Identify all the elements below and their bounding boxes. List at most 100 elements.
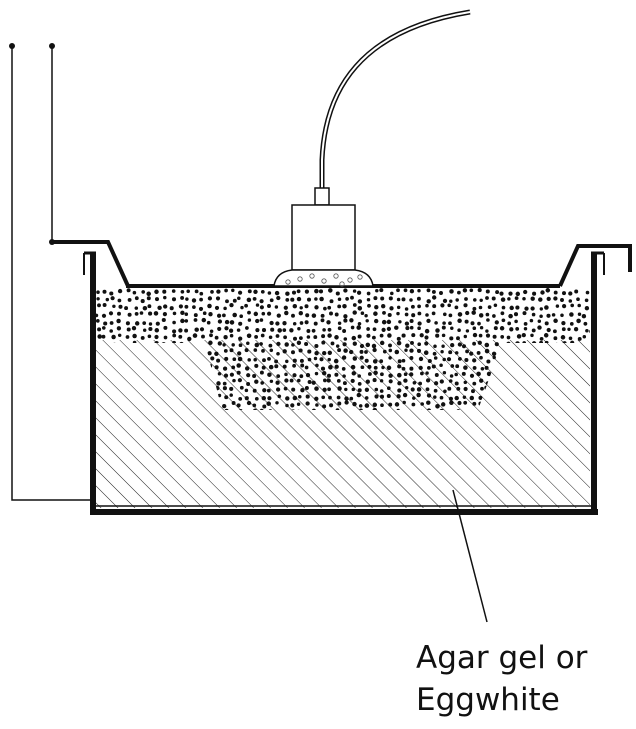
medium-dot (379, 340, 385, 346)
medium-dot (299, 374, 304, 379)
medium-dot (154, 328, 160, 333)
medium-dot (323, 378, 327, 383)
medium-dot (101, 326, 106, 330)
medium-dot (236, 403, 241, 408)
terminal-dot-left (9, 43, 15, 49)
medium-dot (326, 373, 332, 378)
medium-dot (307, 380, 312, 384)
medium-dot (140, 335, 145, 340)
medium-dot (217, 319, 223, 324)
medium-dot (477, 340, 482, 345)
medium-dot (568, 336, 573, 341)
medium-dot (396, 311, 400, 316)
medium-dot (431, 311, 436, 316)
medium-dot (291, 350, 295, 355)
medium-dot (162, 312, 167, 317)
medium-dot (404, 348, 408, 352)
medium-dot (154, 297, 160, 302)
medium-dot (210, 290, 214, 294)
medium-dot (404, 321, 410, 326)
medium-dot (567, 327, 571, 332)
medium-dot (537, 325, 542, 330)
medium-dot (433, 381, 439, 386)
medium-dot (480, 367, 485, 371)
medium-dot (290, 403, 295, 408)
medium-dot (238, 321, 243, 326)
medium-dot (337, 321, 342, 325)
label-line-2: Eggwhite (416, 682, 560, 718)
medium-dot (344, 396, 349, 401)
medium-dot (417, 321, 422, 326)
medium-dot (229, 320, 235, 325)
medium-dot (184, 304, 189, 309)
medium-dot (449, 374, 454, 378)
medium-dot (270, 327, 275, 332)
medium-dot (262, 404, 267, 409)
medium-dot (349, 396, 354, 401)
medium-dot (433, 395, 437, 399)
medium-dot (315, 363, 319, 368)
medium-dot (296, 296, 302, 302)
medium-dot (111, 334, 116, 340)
medium-dot (537, 319, 542, 324)
medium-dot (297, 378, 301, 383)
medium-dot (223, 335, 228, 340)
medium-dot (372, 402, 378, 408)
medium-dot (356, 325, 361, 330)
medium-dot (462, 288, 468, 293)
medium-dot (425, 387, 430, 392)
medium-dot (244, 396, 249, 401)
medium-dot (486, 371, 492, 377)
medium-dot (335, 408, 340, 410)
medium-dot (561, 327, 566, 332)
medium-dot (336, 379, 341, 383)
medium-dot (476, 371, 481, 377)
medium-dot (199, 297, 203, 302)
medium-dot (448, 321, 452, 326)
medium-dot (275, 380, 280, 385)
medium-dot (320, 318, 325, 323)
medium-dot (500, 311, 505, 316)
medium-dot (267, 372, 272, 377)
medium-dot (208, 340, 213, 346)
medium-dot (357, 388, 362, 393)
medium-dot (351, 335, 357, 341)
medium-dot (214, 335, 219, 340)
medium-dot (274, 290, 280, 296)
medium-dot (553, 336, 558, 341)
medium-dot (431, 364, 436, 369)
medium-dot (409, 318, 414, 324)
medium-dot (583, 321, 588, 326)
medium-dot (231, 365, 236, 370)
medium-dot (374, 305, 379, 310)
medium-dot (299, 321, 304, 325)
medium-dot (523, 326, 528, 331)
medium-dot (276, 313, 281, 318)
medium-dot (207, 296, 213, 301)
medium-dot (336, 395, 341, 400)
medium-dot (224, 408, 229, 410)
medium-dot (237, 351, 242, 356)
medium-dot (357, 374, 362, 378)
medium-dot (560, 335, 566, 340)
medium-dot (184, 312, 189, 316)
medium-dot (364, 350, 368, 354)
medium-dot (442, 312, 447, 317)
medium-dot (341, 355, 347, 360)
medium-dot (350, 295, 354, 300)
medium-dot (274, 364, 279, 369)
medium-dot (191, 298, 197, 303)
medium-dot (455, 298, 459, 302)
medium-dot (311, 328, 316, 333)
medium-dot (465, 349, 470, 354)
medium-dot (449, 400, 454, 406)
medium-dot (96, 319, 100, 323)
medium-dot (352, 289, 357, 293)
medium-dot (330, 341, 335, 346)
medium-dot (304, 341, 309, 347)
medium-dot (304, 365, 309, 370)
medium-dot (337, 297, 342, 302)
medium-dot (454, 351, 459, 355)
medium-dot (305, 313, 310, 318)
medium-dot (209, 333, 213, 338)
